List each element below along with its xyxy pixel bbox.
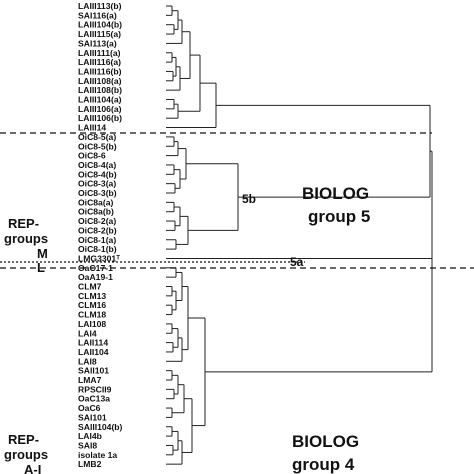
leaf-label: SAI113(a) <box>78 38 117 48</box>
leaf-label: LAIII104(b) <box>78 20 122 30</box>
leaf-label: SAI8 <box>78 440 97 450</box>
leaf-label: OiC8-2(a) <box>78 216 116 226</box>
rep-groups-upper-label-2: groups <box>4 231 48 246</box>
leaf-label: LAII104 <box>78 347 109 357</box>
dendrogram-branches <box>166 5 433 465</box>
leaf-label: OiC8-3(a) <box>78 179 116 189</box>
leaf-label: LAIII115(a) <box>78 29 121 39</box>
leaf-label: OaC6 <box>78 403 101 413</box>
leaf-label: CLM7 <box>78 282 102 292</box>
rep-groups-lower-range: A-I <box>24 462 41 474</box>
leaf-label: OiC8-3(b) <box>78 188 117 198</box>
leaf-label: LAII114 <box>78 338 108 348</box>
leaf-label: OiC8-5(a) <box>78 132 116 142</box>
leaf-label: LAI4 <box>78 328 97 338</box>
leaf-label: CLM18 <box>78 310 106 320</box>
leaf-label: OaC13a <box>78 394 110 404</box>
leaf-label: LAIII113(b) <box>78 1 122 11</box>
leaf-label: SAI101 <box>78 412 107 422</box>
leaf-label: OiC8-1(b) <box>78 244 117 254</box>
leaf-label: SAII101 <box>78 366 109 376</box>
rep-groups-upper-m: M <box>37 246 48 261</box>
node-label-5b: 5b <box>242 192 256 206</box>
leaf-label: isolate 1a <box>78 450 117 460</box>
biolog-group5-line2: group 5 <box>308 207 370 226</box>
leaf-label: LAI108 <box>78 319 106 329</box>
biolog-group5-line1: BIOLOG <box>302 184 369 203</box>
node-label-5a: 5a <box>290 255 304 269</box>
leaf-label: CLM16 <box>78 300 106 310</box>
rep-groups-lower-label-2: groups <box>4 447 48 462</box>
leaf-label: LMB2 <box>78 459 102 469</box>
leaf-label: LAIII106(a) <box>78 104 122 114</box>
leaf-label: OiC8-4(b) <box>78 169 117 179</box>
leaf-label: LMA7 <box>78 375 102 385</box>
leaf-label: OiC8-4(a) <box>78 160 116 170</box>
leaf-label: LAIII116(a) <box>78 57 121 67</box>
leaf-label: LAIII116(b) <box>78 66 122 76</box>
rep-groups-upper-l: L <box>37 260 45 275</box>
leaf-label: OiC8-5(b) <box>78 141 117 151</box>
biolog-group4-line1: BIOLOG <box>292 432 359 451</box>
rep-groups-upper-label-1: REP- <box>8 216 39 231</box>
leaf-label: LAIII108(b) <box>78 85 122 95</box>
leaf-label: SAI116(a) <box>78 10 117 20</box>
leaf-label: OiC8a(a) <box>78 197 113 207</box>
leaf-label: LAIII14 <box>78 123 106 133</box>
biolog-group4-line2: group 4 <box>292 455 355 474</box>
leaf-label: CLM13 <box>78 291 106 301</box>
leaf-label: LAIII104(a) <box>78 95 122 105</box>
leaf-label: LAIII108(a) <box>78 76 122 86</box>
leaf-label: LMG3301ᵀ <box>78 253 120 263</box>
rep-groups-lower-label-1: REP- <box>8 432 39 447</box>
leaf-label: OaA19-1 <box>78 272 113 282</box>
leaf-label: LAI4b <box>78 431 102 441</box>
leaf-label: OiC8-6 <box>78 151 106 161</box>
leaf-label: RPSCII9 <box>78 384 112 394</box>
leaf-label: LAIII106(b) <box>78 113 122 123</box>
leaf-label: OiC8-1(a) <box>78 235 116 245</box>
leaf-label: SAIII104(b) <box>78 422 123 432</box>
leaf-label: OiC8a(b) <box>78 207 114 217</box>
leaf-label: OiC8-2(b) <box>78 225 117 235</box>
leaf-label: LAI8 <box>78 356 97 366</box>
leaf-label: LAIII111(a) <box>78 48 121 58</box>
leaf-labels: LAIII113(b)SAI116(a)LAIII104(b)LAIII115(… <box>78 1 123 469</box>
